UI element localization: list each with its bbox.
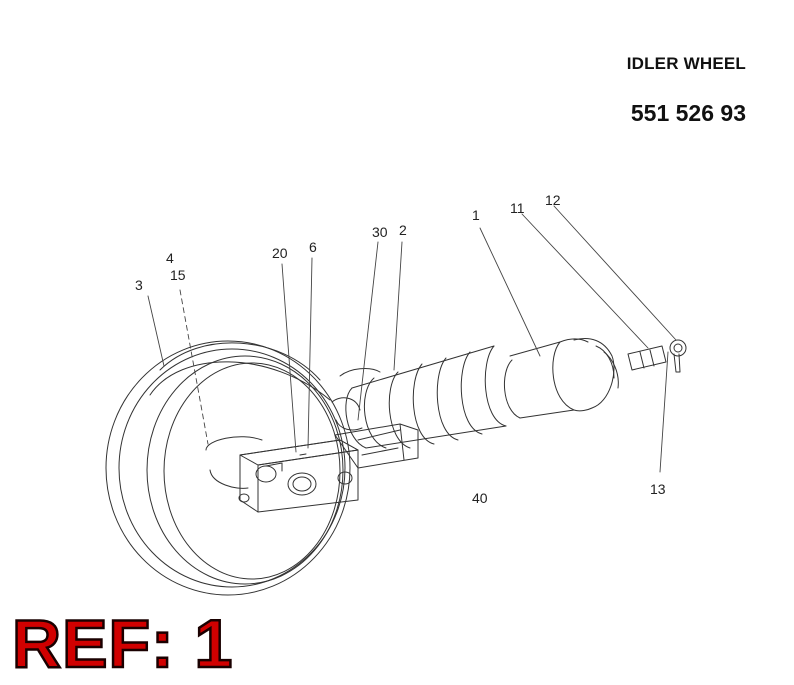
callout-15: 15	[170, 267, 186, 283]
callout-30: 30	[372, 224, 388, 240]
leader-lines	[147, 205, 677, 473]
ref-label: REF: 1	[11, 606, 234, 682]
callout-20: 20	[272, 245, 288, 261]
tension-cylinder-part	[503, 338, 619, 419]
bearing-block-part	[205, 436, 359, 513]
callout-11: 11	[510, 200, 525, 216]
part-number: 551 526 93	[630, 100, 746, 126]
callout-40: 40	[472, 490, 488, 506]
callout-13: 13	[650, 481, 666, 497]
callout-4: 4	[166, 250, 174, 266]
callout-12: 12	[545, 192, 561, 208]
callout-6: 6	[309, 239, 317, 255]
idler-wheel-part	[105, 340, 351, 596]
callout-labels: 3 4 15 20 6 30 2 1 11 12 13 40	[135, 192, 666, 506]
recoil-spring-part	[339, 345, 507, 449]
diagram-title: IDLER WHEEL	[626, 54, 746, 73]
callout-2: 2	[399, 222, 407, 238]
grease-nipple-part	[627, 339, 687, 373]
callout-1: 1	[472, 207, 480, 223]
callout-3: 3	[135, 277, 143, 293]
